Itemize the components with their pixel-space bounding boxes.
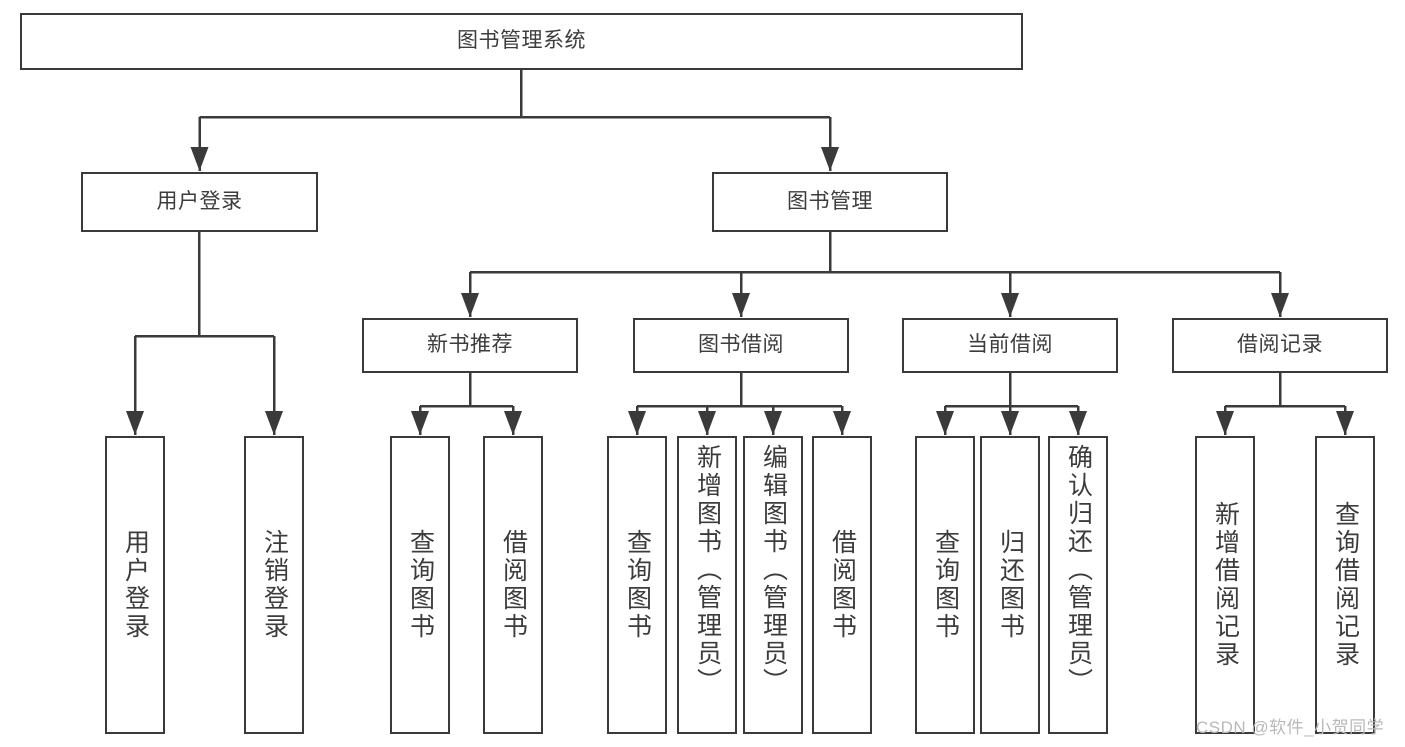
node-label: 查询图书	[406, 529, 435, 641]
node-current: 当前借阅	[902, 318, 1118, 373]
node-label: 新增图书（管理员）	[693, 444, 722, 696]
node-leaf-rec-add: 新增借阅记录	[1195, 436, 1255, 734]
node-label: 注销登录	[260, 529, 289, 641]
node-leaf-cur-confirm: 确认归还（管理员）	[1048, 436, 1108, 734]
node-label: 用户登录	[121, 529, 150, 641]
node-label: 图书管理系统	[457, 29, 586, 53]
node-leaf-bk-query: 查询图书	[607, 436, 667, 734]
node-label: 当前借阅	[967, 333, 1053, 357]
node-label: 用户登录	[156, 189, 243, 213]
node-label: 编辑图书（管理员）	[759, 444, 788, 696]
node-leaf-rec-query: 查询借阅记录	[1315, 436, 1375, 734]
node-label: 查询借阅记录	[1331, 501, 1360, 669]
node-label: 借阅记录	[1237, 333, 1323, 357]
node-label: 确认归还（管理员）	[1064, 444, 1093, 696]
watermark-text: CSDN @软件_小贺同学	[1196, 718, 1385, 737]
node-label: 查询图书	[931, 529, 960, 641]
node-label: 图书管理	[787, 189, 873, 213]
node-label: 新增借阅记录	[1211, 501, 1240, 669]
node-leaf-user-login: 用户登录	[105, 436, 165, 734]
node-label: 借阅图书	[828, 529, 857, 641]
node-label: 查询图书	[623, 529, 652, 641]
node-label: 图书借阅	[698, 333, 784, 357]
node-leaf-cur-return: 归还图书	[980, 436, 1040, 734]
node-leaf-bk-borrow: 借阅图书	[812, 436, 872, 734]
node-newbooks: 新书推荐	[362, 318, 578, 373]
node-records: 借阅记录	[1172, 318, 1388, 373]
node-leaf-user-logout: 注销登录	[244, 436, 304, 734]
node-leaf-nb-borrow: 借阅图书	[483, 436, 543, 734]
node-leaf-cur-query: 查询图书	[915, 436, 975, 734]
node-label: 借阅图书	[499, 529, 528, 641]
node-root: 图书管理系统	[20, 13, 1023, 70]
node-leaf-bk-add: 新增图书（管理员）	[677, 436, 737, 734]
node-login: 用户登录	[81, 172, 318, 232]
node-leaf-nb-query: 查询图书	[390, 436, 450, 734]
node-label: 新书推荐	[427, 333, 513, 357]
node-borrow: 图书借阅	[633, 318, 849, 373]
node-label: 归还图书	[996, 529, 1025, 641]
node-bookmgmt: 图书管理	[712, 172, 948, 232]
node-leaf-bk-edit: 编辑图书（管理员）	[743, 436, 803, 734]
